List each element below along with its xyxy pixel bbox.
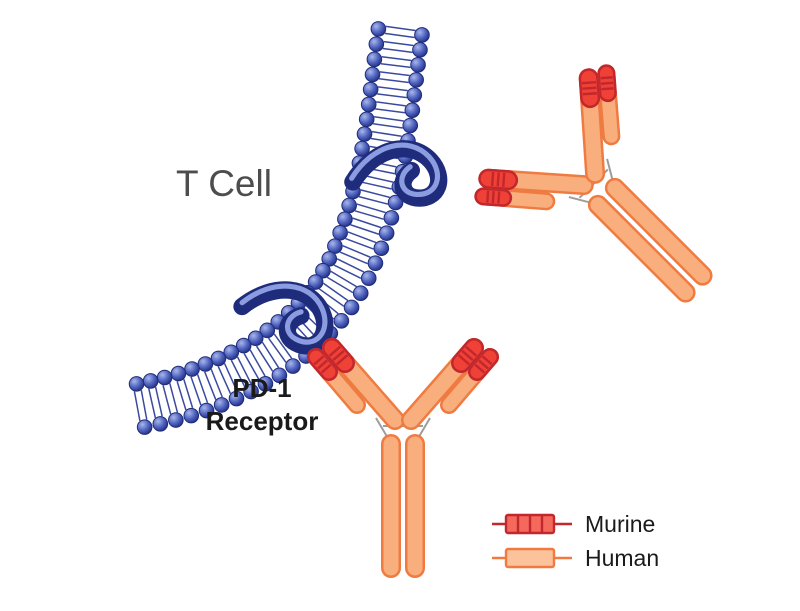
pd1-receptor-lower [233, 281, 334, 355]
legend: Murine Human [492, 511, 659, 571]
pd1-receptor-label-line1: PD-1 [232, 373, 291, 403]
antibody-center [307, 338, 499, 578]
pd1-receptor-upper [344, 140, 448, 207]
t-cell-label: T Cell [176, 163, 272, 204]
murine-legend-label: Murine [585, 511, 655, 537]
human-legend-label: Human [585, 545, 659, 571]
antibody-top-right [474, 64, 713, 303]
pd1-receptor-label-line2: Receptor [206, 406, 319, 436]
legend-item-murine: Murine [492, 511, 655, 537]
human-swatch-icon [504, 547, 556, 569]
antibodies [307, 64, 713, 578]
membrane-centerline-guide [126, 26, 401, 408]
pd1-receptors [233, 140, 448, 355]
membrane-lipid-tails [133, 25, 416, 422]
legend-item-human: Human [492, 545, 659, 571]
